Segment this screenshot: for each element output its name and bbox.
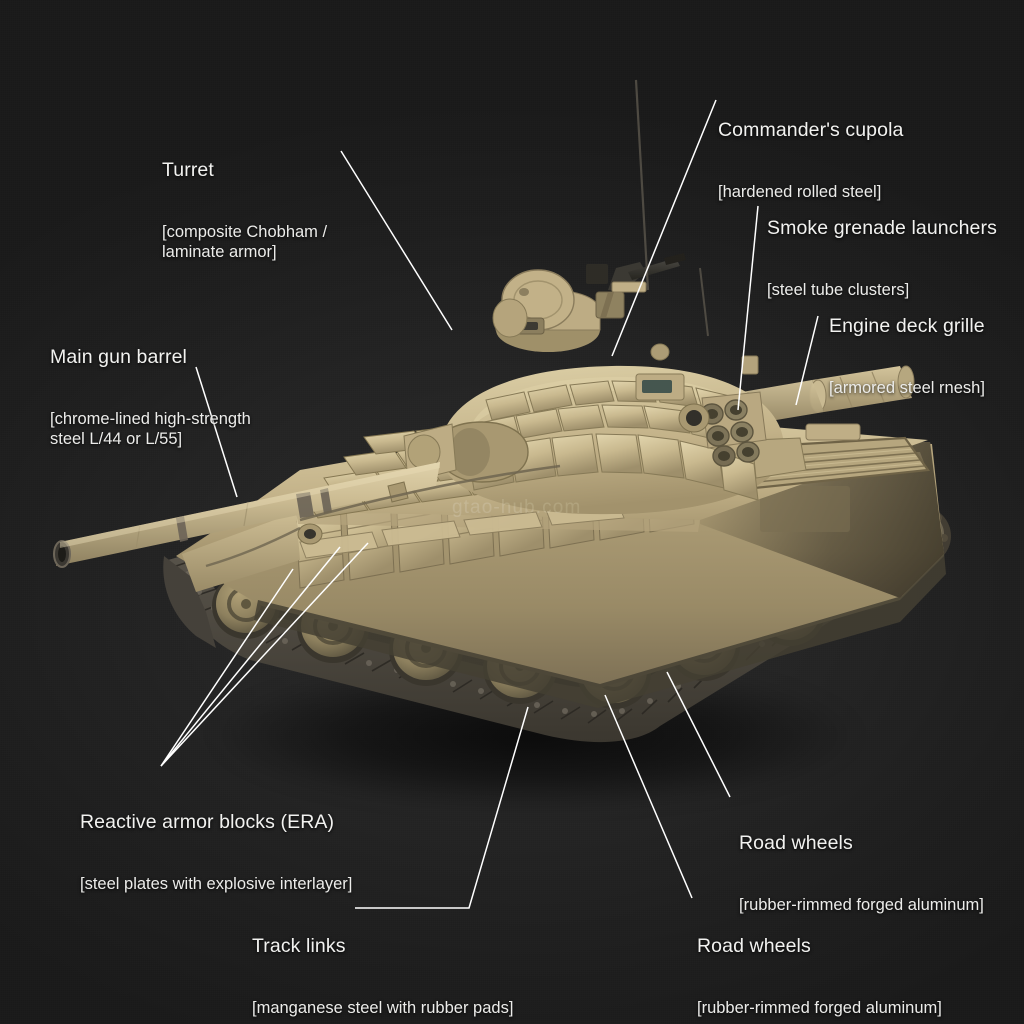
callout-reactive-armor-blocks: Reactive armor blocks (ERA) [steel plate… <box>80 772 352 933</box>
callout-title: Main gun barrel <box>50 346 187 369</box>
callout-title: Smoke grenade launchers <box>767 217 997 240</box>
callout-spec: [rubber-rimmed forged aluminum] <box>697 998 942 1017</box>
callout-road-wheels-rear: Road wheels [rubber-rimmed forged alumin… <box>739 793 984 954</box>
commanders-cupola <box>492 269 601 352</box>
callout-title: Reactive armor blocks (ERA) <box>80 811 335 834</box>
callout-spec: [steel tube clusters] <box>767 280 910 299</box>
callout-track-links: Track links [manganese steel with rubber… <box>252 896 513 1024</box>
callout-spec: [manganese steel with rubber pads] <box>252 998 514 1017</box>
callout-spec: [rubber-rimmed forged aluminum] <box>739 895 984 914</box>
callout-title: Turret <box>162 159 214 182</box>
machine-gun <box>586 253 686 319</box>
callout-title: Road wheels <box>697 935 811 958</box>
callout-title: Track links <box>252 935 346 958</box>
callout-spec: [chrome-lined high-strength steel L/44 o… <box>50 409 251 448</box>
callout-spec: [steel plates with explosive interlayer] <box>80 874 353 893</box>
radio-antenna <box>634 79 709 337</box>
callout-spec: [armored steel rnesh] <box>829 378 985 397</box>
callout-title: Commander's cupola <box>718 119 904 142</box>
callout-spec: [hardened rolled steel] <box>718 182 882 201</box>
callout-smoke-grenade-launchers: Smoke grenade launchers [steel tube clus… <box>767 178 997 339</box>
gunner-sight <box>635 373 710 433</box>
turret <box>403 365 807 515</box>
callout-spec: [composite Chobham / laminate armor] <box>162 222 328 261</box>
gun-mantlet <box>435 421 529 483</box>
callout-commanders-cupola: Commander's cupola [hardened rolled stee… <box>718 80 903 241</box>
main-gun-barrel <box>53 462 440 568</box>
smoke-grenade-launchers <box>700 391 767 467</box>
callout-title: Road wheels <box>739 832 853 855</box>
callout-main-gun-barrel: Main gun barrel [chrome-lined high-stren… <box>50 307 251 488</box>
callout-turret: Turret [composite Chobham / laminate arm… <box>162 120 327 301</box>
callout-title: Engine deck grille <box>829 315 985 338</box>
callout-road-wheels-front: Road wheels [rubber-rimmed forged alumin… <box>697 896 942 1024</box>
callout-engine-deck-grille: Engine deck grille [armored steel rnesh] <box>829 276 985 437</box>
